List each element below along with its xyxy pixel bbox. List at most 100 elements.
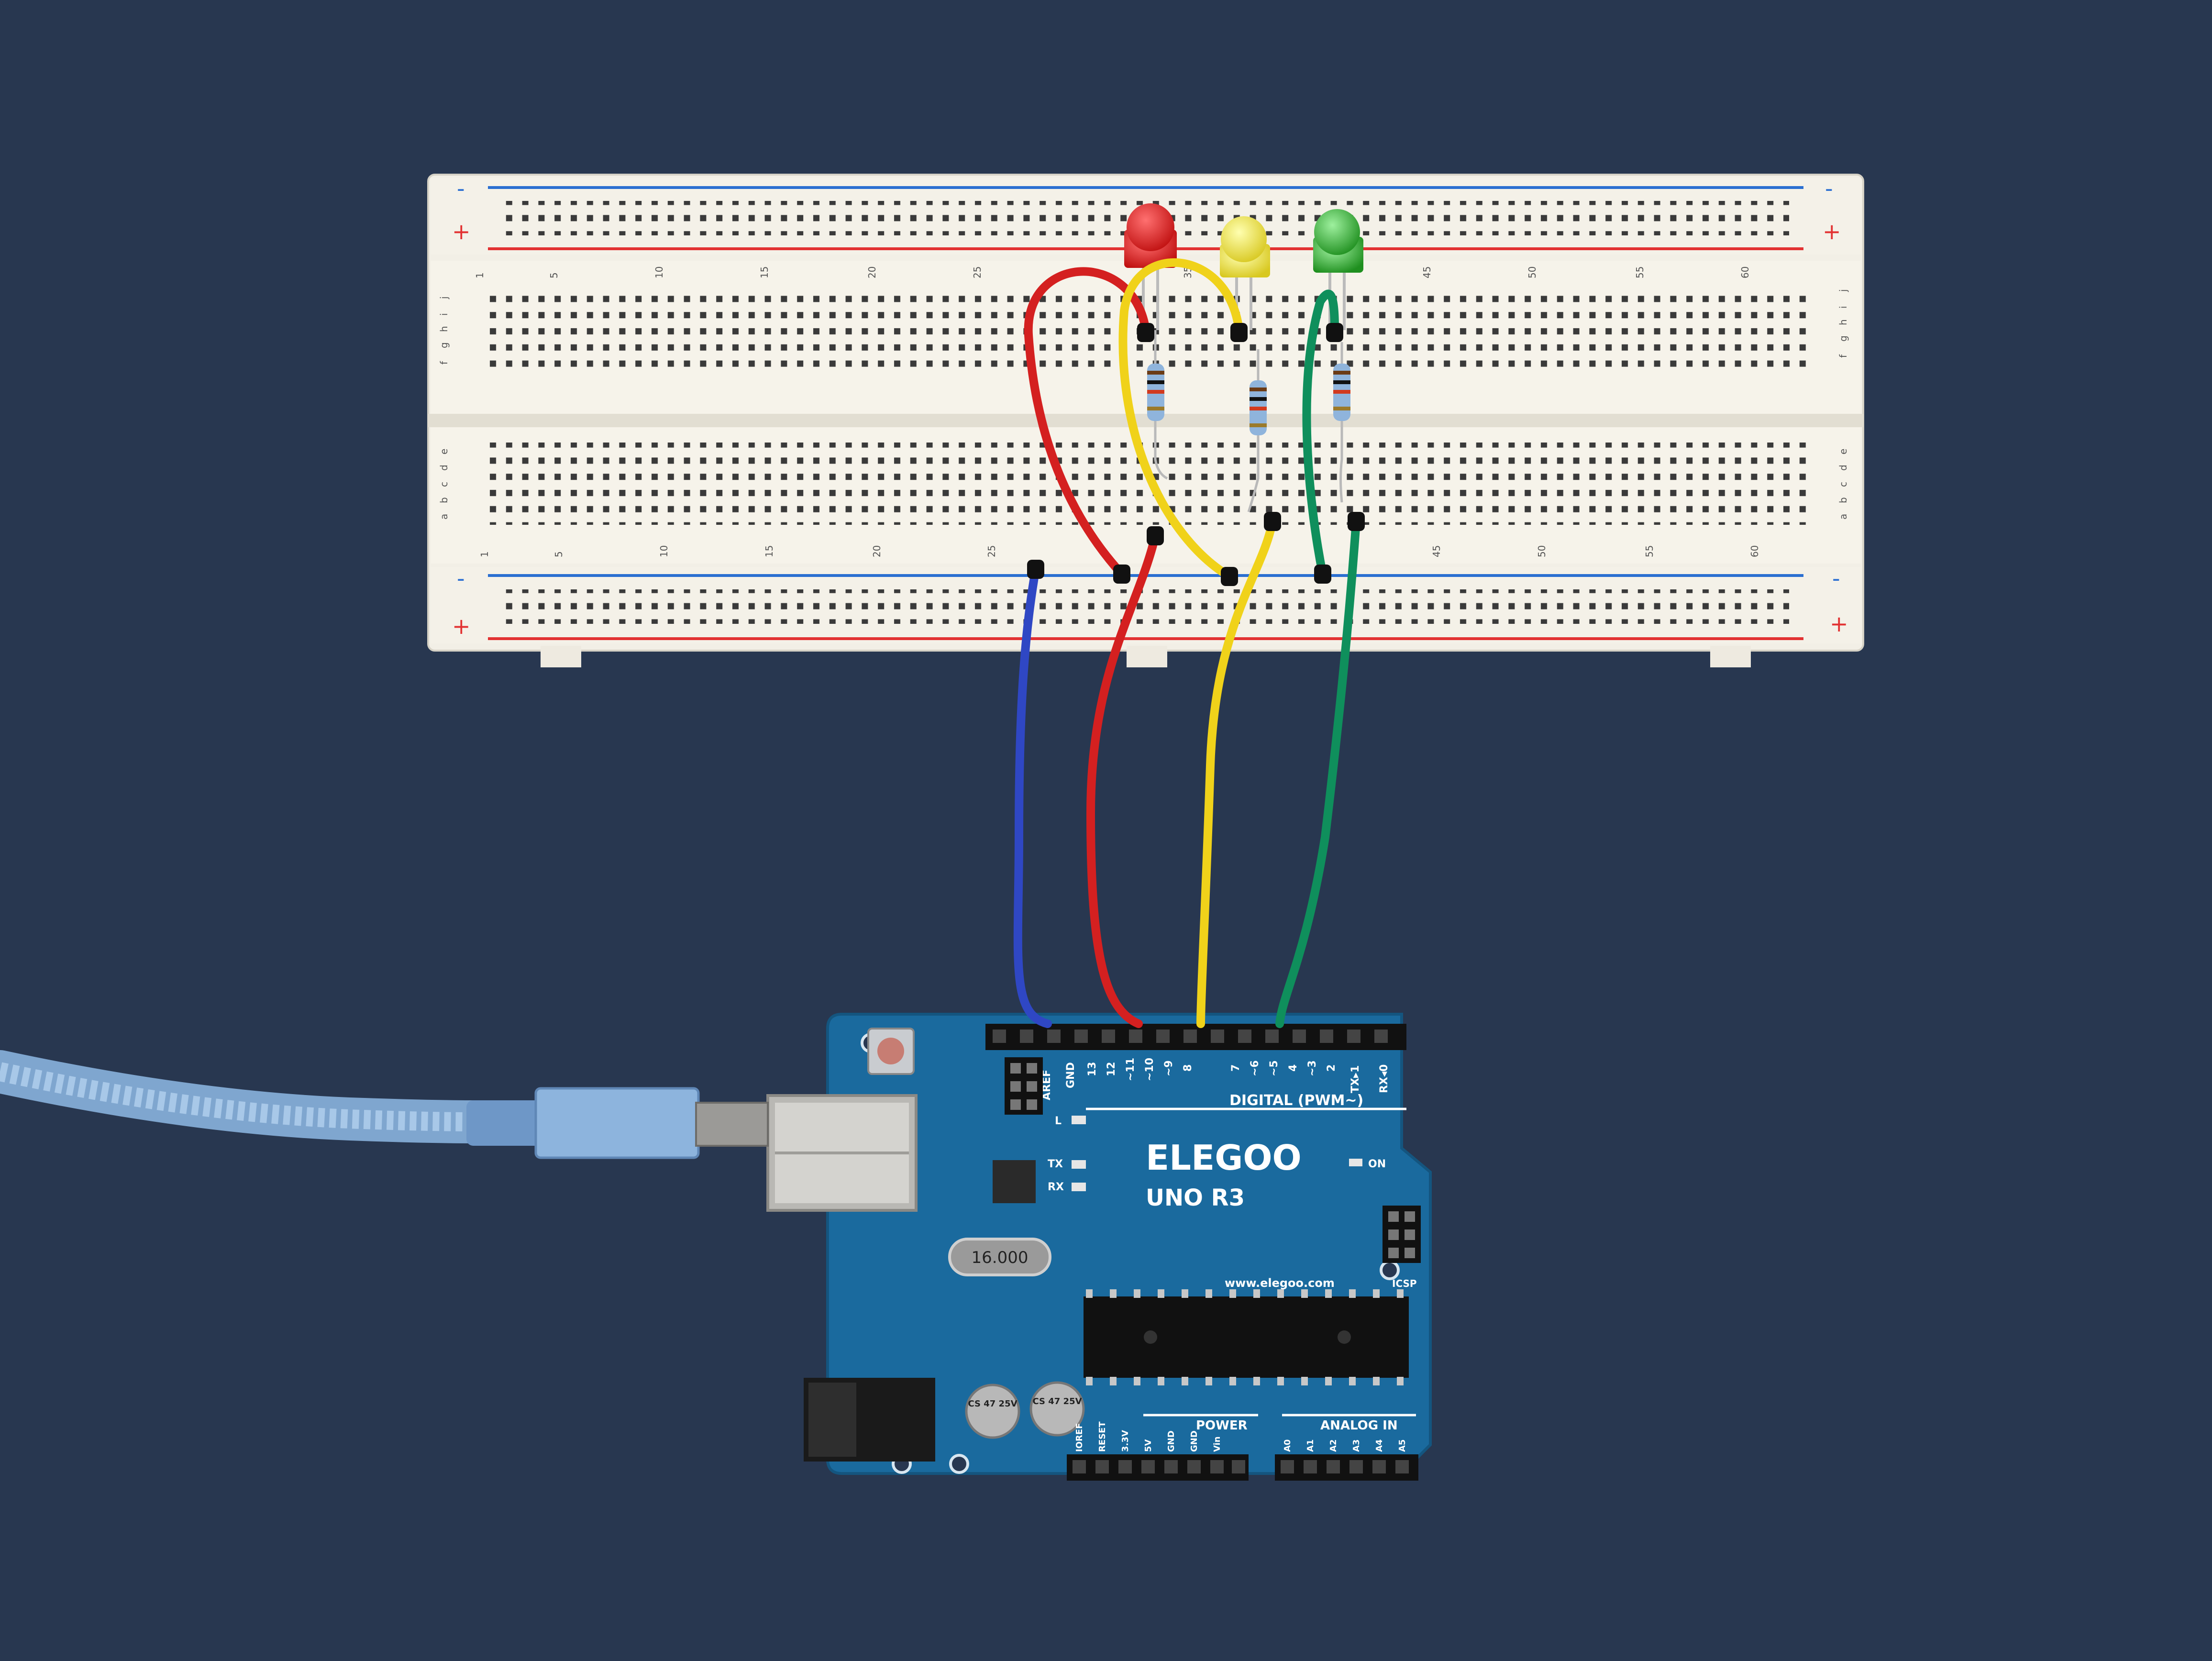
digital-pin-label: ~11 [1125, 1058, 1137, 1081]
row-letter: e [1837, 449, 1849, 454]
digital-pin-label: ~9 [1163, 1060, 1175, 1076]
column-number: 50 [1536, 545, 1548, 557]
digital-pin-label: ~10 [1144, 1058, 1156, 1081]
analog-pin-labels: A0 A1 A2 A3 A4 A5 [1283, 1440, 1407, 1452]
digital-pin-label: 12 [1106, 1062, 1117, 1076]
bottom-rail-holes [502, 589, 1789, 624]
breadboard: - + - + 1 5 10 15 20 25 35 45 50 55 60 1… [427, 174, 1864, 667]
l-led [1072, 1116, 1086, 1124]
column-numbers-top: 1 5 10 15 20 25 35 45 50 55 60 [474, 266, 1751, 278]
usb-interface-chip [993, 1160, 1036, 1203]
column-number: 25 [972, 266, 983, 278]
reset-button-cap[interactable] [877, 1038, 904, 1064]
row-letter: c [1837, 482, 1849, 487]
digital-pin-label: ~5 [1268, 1060, 1280, 1076]
row-letters-left: j i h g f e d c b a [438, 296, 450, 520]
red-led-dome [1127, 203, 1174, 251]
center-channel [428, 414, 1863, 427]
row-letter: d [1837, 465, 1849, 471]
column-number: 15 [759, 266, 770, 278]
resistor [1247, 349, 1267, 512]
rail-plus-label: + [1830, 611, 1848, 637]
row-letter: e [438, 449, 450, 454]
column-number: 55 [1634, 266, 1646, 278]
yellow-jumper-wire [1196, 517, 1277, 1028]
row-letter: h [1837, 319, 1849, 325]
digital-pin-label: ~6 [1249, 1060, 1261, 1076]
on-label: ON [1368, 1158, 1386, 1170]
dc-barrel-jack [804, 1378, 935, 1462]
breadboard-foot [541, 646, 581, 667]
row-letter: f [438, 361, 450, 365]
digital-pin-label: TX▸1 [1349, 1065, 1361, 1093]
svg-text:16.000: 16.000 [972, 1248, 1029, 1267]
row-letter: h [438, 326, 450, 332]
led-green [1313, 209, 1363, 330]
usb-b-connector [766, 1094, 918, 1212]
rail-minus-label: - [457, 565, 465, 591]
power-pin-label: RESET [1097, 1421, 1107, 1452]
row-letter: g [438, 342, 450, 348]
column-number: 20 [866, 266, 878, 278]
analog-pin-label: A5 [1397, 1440, 1407, 1452]
digital-pin-label: 2 [1326, 1064, 1338, 1072]
power-pin-label: 5V [1143, 1439, 1153, 1452]
rx-led [1072, 1183, 1086, 1191]
row-letters-right: j i h g f e d c b a [1837, 289, 1849, 520]
column-number: 1 [474, 272, 486, 278]
website-label: www.elegoo.com [1225, 1276, 1335, 1290]
l-label: L [1055, 1115, 1062, 1127]
rx-label: RX [1048, 1181, 1064, 1193]
column-numbers-bottom: 1 5 10 15 20 25 45 50 55 60 [479, 545, 1760, 557]
atmega-microcontroller [1084, 1289, 1409, 1385]
analog-in-label: ANALOG IN [1320, 1418, 1398, 1433]
row-letter: b [438, 497, 450, 503]
tx-label: TX [1048, 1158, 1063, 1170]
digital-pin-label: 4 [1287, 1064, 1299, 1072]
usb-plug-metal [695, 1102, 769, 1147]
gnd-label: GND [1065, 1062, 1077, 1088]
red-jumper-wire [1086, 532, 1160, 1028]
digital-pin-labels: AREF GND 13 12 ~11 ~10 ~9 8 7 ~6 ~5 4 ~3… [1041, 1058, 1390, 1100]
usb-cable [0, 1050, 769, 1159]
digital-pin-label: 7 [1230, 1064, 1242, 1072]
digital-header-holes [993, 1030, 1388, 1043]
column-number: 10 [658, 545, 670, 557]
analog-pin-label: A3 [1351, 1440, 1361, 1452]
power-pin-label: Vin [1212, 1436, 1222, 1452]
brand-logo: ELEGOO [1146, 1138, 1302, 1178]
rail-minus-label: - [457, 176, 465, 201]
column-number: 45 [1421, 266, 1433, 278]
row-letter: j [1837, 289, 1849, 292]
green-jumper-wire [1275, 517, 1360, 1028]
row-letter: j [438, 296, 450, 299]
digital-pin-label: 13 [1086, 1062, 1098, 1076]
resistor [1333, 342, 1350, 503]
column-number: 60 [1749, 545, 1760, 557]
usb-plug-boot [466, 1100, 545, 1146]
capacitor: CS 47 25V [965, 1384, 1020, 1439]
on-led [1349, 1159, 1362, 1166]
digital-pin-label: 8 [1182, 1064, 1194, 1072]
mount-hole [1380, 1260, 1400, 1280]
digital-pin-label: RX◂0 [1378, 1064, 1390, 1093]
column-number: 10 [653, 266, 665, 278]
yellow-led-dome [1221, 216, 1267, 262]
power-label: POWER [1196, 1418, 1248, 1433]
row-letter: i [1837, 306, 1849, 309]
row-letter: i [438, 313, 450, 316]
model-label: UNO R3 [1146, 1185, 1245, 1211]
digital-label: DIGITAL (PWM~) [1229, 1092, 1363, 1109]
column-number: 5 [548, 272, 560, 278]
crystal-oscillator: 16.000 [948, 1238, 1051, 1276]
column-number: 1 [479, 551, 490, 557]
usb-plug-body [534, 1087, 700, 1159]
breadboard-foot [1710, 646, 1751, 667]
column-number: 5 [553, 551, 564, 557]
analog-header [1275, 1454, 1418, 1481]
analog-pin-label: A0 [1283, 1440, 1293, 1452]
row-letter: b [1837, 497, 1849, 503]
row-letter: a [438, 514, 450, 520]
icsp-label: ICSP [1392, 1278, 1417, 1289]
resistor [1147, 330, 1168, 480]
